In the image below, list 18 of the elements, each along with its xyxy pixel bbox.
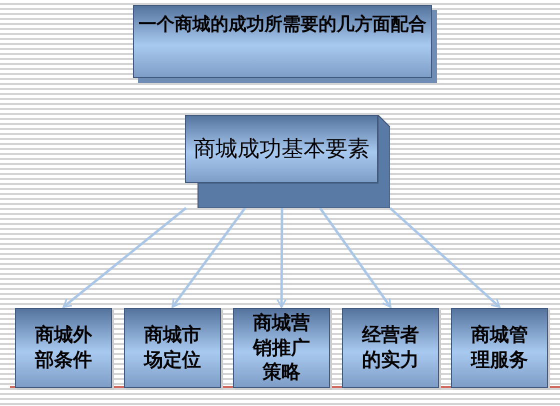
factor-box (15, 308, 112, 388)
node-text: 商城市场定位 (142, 323, 202, 373)
factor-box (451, 308, 548, 388)
arrow (62, 207, 187, 308)
node-text: 商城管理服务 (470, 323, 529, 373)
arrow (276, 208, 287, 308)
factor-box (233, 308, 330, 388)
arrow (318, 207, 392, 308)
arrow (172, 207, 246, 308)
node-text: 经营者的实力 (360, 323, 420, 373)
central-box (185, 115, 390, 208)
arrow (389, 207, 500, 308)
factor-box (342, 308, 439, 388)
node-text: 商城外部条件 (34, 323, 93, 373)
node-text: 商城营销推广策略 (251, 310, 311, 386)
factor-box (124, 308, 221, 388)
title-text: 一个商城的成功所需要的几方面配合 (138, 13, 426, 36)
node-text: 商城成功基本要素 (194, 136, 370, 164)
